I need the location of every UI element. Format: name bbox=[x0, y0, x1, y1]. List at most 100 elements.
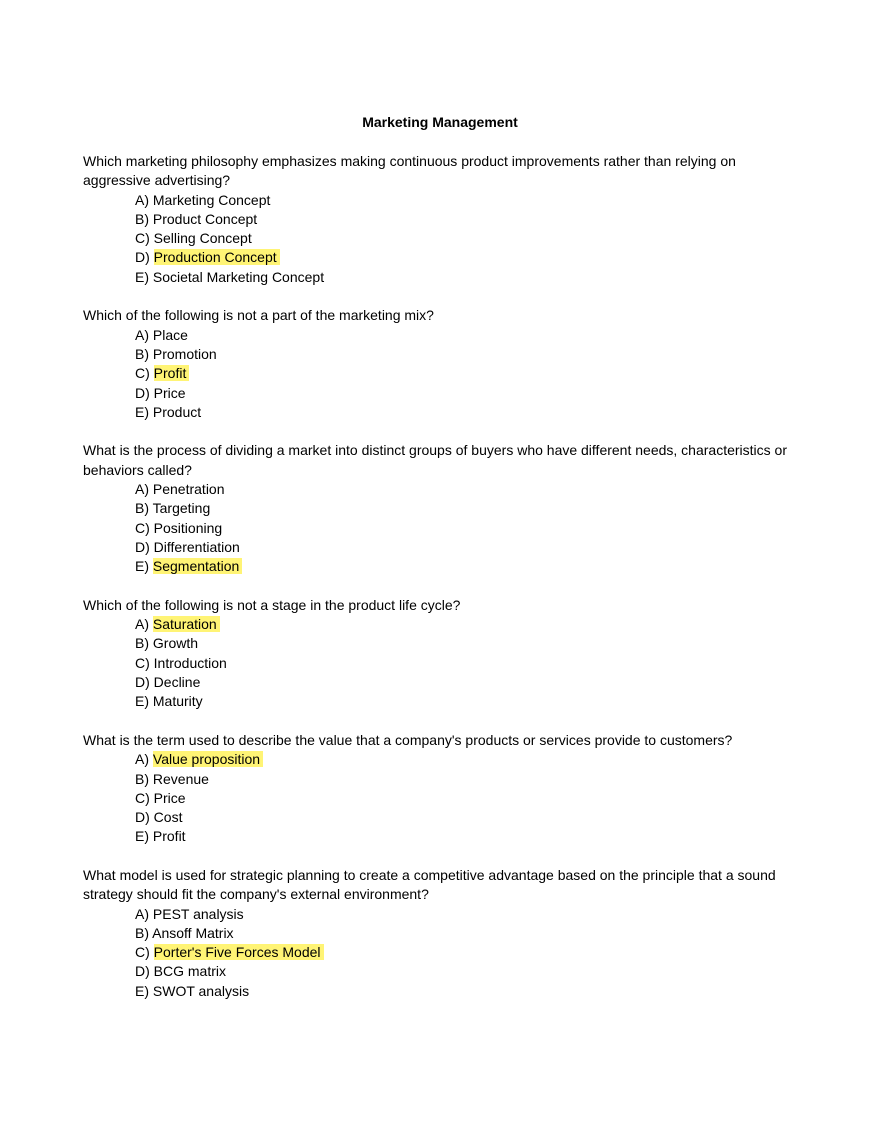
question-text: What is the term used to describe the va… bbox=[83, 731, 733, 748]
highlighted-answer: Segmentation bbox=[152, 558, 243, 575]
option-label: Societal Marketing Concept bbox=[152, 268, 325, 285]
option-letter: B) bbox=[135, 770, 153, 787]
answer-option: B) Ansoff Matrix bbox=[135, 924, 803, 943]
answer-option: E) Profit bbox=[135, 827, 803, 846]
highlighted-answer: Profit bbox=[153, 365, 190, 382]
answer-option: D) Price bbox=[135, 384, 803, 403]
option-letter: E) bbox=[135, 558, 153, 575]
option-letter: D) bbox=[135, 674, 154, 691]
question-text: What is the process of dividing a market… bbox=[83, 442, 787, 478]
option-label: Product Concept bbox=[152, 210, 258, 227]
question-block: Which of the following is not a part of … bbox=[83, 306, 803, 422]
option-label: Cost bbox=[153, 809, 183, 826]
option-letter: E) bbox=[135, 828, 153, 845]
answer-option: C) Selling Concept bbox=[135, 229, 803, 248]
question-text: Which of the following is not a part of … bbox=[83, 307, 434, 324]
answer-option: B) Promotion bbox=[135, 345, 803, 364]
answer-option: C) Porter's Five Forces Model bbox=[135, 943, 803, 962]
option-label: PEST analysis bbox=[152, 905, 244, 922]
option-label: Maturity bbox=[152, 693, 203, 710]
answer-option: E) Product bbox=[135, 403, 803, 422]
highlighted-answer: Saturation bbox=[152, 616, 220, 633]
answer-option: D) Decline bbox=[135, 673, 803, 692]
option-letter: A) bbox=[135, 905, 153, 922]
option-label: Revenue bbox=[152, 770, 209, 787]
option-letter: A) bbox=[135, 191, 153, 208]
answer-option: E) Segmentation bbox=[135, 557, 803, 576]
answer-option: C) Price bbox=[135, 789, 803, 808]
option-label: Price bbox=[153, 384, 186, 401]
option-letter: C) bbox=[135, 789, 154, 806]
option-letter: C) bbox=[135, 230, 154, 247]
option-letter: B) bbox=[135, 210, 153, 227]
option-letter: B) bbox=[135, 924, 153, 941]
answer-option: A) Place bbox=[135, 326, 803, 345]
answer-option: C) Profit bbox=[135, 364, 803, 383]
option-letter: C) bbox=[135, 654, 154, 671]
answer-option: E) SWOT analysis bbox=[135, 982, 803, 1001]
highlighted-answer: Porter's Five Forces Model bbox=[153, 944, 324, 961]
option-letter: D) bbox=[135, 963, 154, 980]
option-letter: B) bbox=[135, 500, 153, 517]
answer-option: D) Production Concept bbox=[135, 248, 803, 267]
answer-option: E) Maturity bbox=[135, 692, 803, 711]
option-label: BCG matrix bbox=[153, 963, 227, 980]
document-title: Marketing Management bbox=[362, 114, 518, 130]
question-text: Which marketing philosophy emphasizes ma… bbox=[83, 153, 736, 189]
option-label: Penetration bbox=[152, 481, 225, 498]
question-text: What model is used for strategic plannin… bbox=[83, 866, 776, 903]
option-letter: D) bbox=[135, 249, 154, 266]
option-label: Profit bbox=[152, 828, 186, 845]
option-letter: D) bbox=[135, 809, 154, 826]
answer-option: B) Product Concept bbox=[135, 210, 803, 229]
option-letter: B) bbox=[135, 635, 153, 652]
question-block: What is the term used to describe the va… bbox=[83, 731, 803, 847]
question-block: Which of the following is not a stage in… bbox=[83, 596, 803, 712]
answer-option: A) Penetration bbox=[135, 480, 803, 499]
question-block: What is the process of dividing a market… bbox=[83, 441, 803, 576]
answer-option: A) PEST analysis bbox=[135, 905, 803, 924]
answer-option: A) Marketing Concept bbox=[135, 191, 803, 210]
question-text: Which of the following is not a stage in… bbox=[83, 596, 461, 613]
option-label: Differentiation bbox=[153, 538, 240, 555]
option-letter: E) bbox=[135, 693, 153, 710]
option-letter: E) bbox=[135, 982, 153, 999]
answer-option: C) Introduction bbox=[135, 654, 803, 673]
option-label: Promotion bbox=[152, 345, 217, 362]
option-letter: A) bbox=[135, 326, 153, 343]
option-label: Decline bbox=[153, 674, 201, 691]
answer-option: B) Revenue bbox=[135, 770, 803, 789]
answer-option: A) Value proposition bbox=[135, 750, 803, 769]
option-label: Place bbox=[152, 326, 188, 343]
option-letter: D) bbox=[135, 384, 154, 401]
answer-option: D) Cost bbox=[135, 808, 803, 827]
option-label: Targeting bbox=[152, 500, 211, 517]
answer-option: C) Positioning bbox=[135, 519, 803, 538]
option-letter: E) bbox=[135, 403, 153, 420]
question-block: Which marketing philosophy emphasizes ma… bbox=[83, 152, 803, 287]
option-letter: B) bbox=[135, 345, 153, 362]
option-letter: A) bbox=[135, 481, 153, 498]
answer-option: E) Societal Marketing Concept bbox=[135, 268, 803, 287]
option-letter: C) bbox=[135, 944, 154, 961]
answer-option: A) Saturation bbox=[135, 615, 803, 634]
highlighted-answer: Production Concept bbox=[153, 249, 280, 266]
option-label: Product bbox=[152, 403, 202, 420]
answer-option: D) Differentiation bbox=[135, 538, 803, 557]
option-label: Price bbox=[153, 789, 186, 806]
answer-option: B) Targeting bbox=[135, 499, 803, 518]
highlighted-answer: Value proposition bbox=[152, 751, 264, 768]
option-label: SWOT analysis bbox=[152, 982, 250, 999]
option-letter: C) bbox=[135, 365, 154, 382]
option-label: Growth bbox=[152, 635, 199, 652]
option-label: Selling Concept bbox=[153, 230, 252, 247]
question-list: Which marketing philosophy emphasizes ma… bbox=[83, 152, 803, 1020]
option-letter: A) bbox=[135, 751, 153, 768]
